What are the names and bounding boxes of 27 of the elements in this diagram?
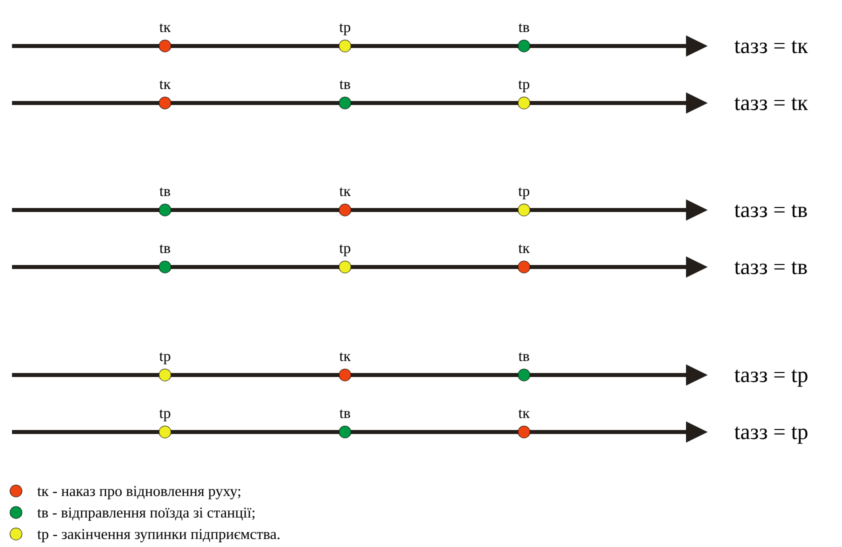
formula-label: tазз = tр bbox=[734, 370, 808, 387]
dot-label: tк bbox=[518, 244, 530, 254]
dot-label: tр bbox=[518, 188, 530, 200]
formula-label: tазз = tк bbox=[734, 40, 808, 54]
dot-label: tр bbox=[339, 24, 350, 36]
dot-label: tв bbox=[518, 24, 530, 32]
dot-label: tв bbox=[518, 352, 530, 362]
dot-label: tк bbox=[339, 188, 351, 196]
formula-label: tазз = tк bbox=[734, 98, 808, 110]
formula-label: tазз = tр bbox=[734, 426, 808, 444]
dot-label: tр bbox=[159, 410, 170, 422]
dot-label: tв bbox=[160, 244, 170, 254]
dot-label: tк bbox=[159, 80, 171, 90]
dot-label: tр bbox=[518, 80, 530, 92]
dot-label: tк bbox=[339, 352, 351, 362]
dot-label: tк bbox=[159, 24, 171, 32]
legend-text: tр - закінчення зупинки підприємства. bbox=[37, 529, 280, 542]
dot-label: tр bbox=[339, 244, 350, 256]
dot-label: tр bbox=[159, 352, 170, 364]
legend-text: tк - наказ про відновлення руху; bbox=[37, 486, 240, 500]
dot-label: tк bbox=[518, 410, 530, 418]
formula-label: tазз = tв bbox=[734, 204, 807, 218]
dot-label: tв bbox=[340, 410, 350, 418]
formula-label: tазз = tв bbox=[734, 262, 807, 274]
legend-text: tв - відправлення поїзда зі станції; bbox=[37, 508, 254, 521]
dot-label: tв bbox=[340, 80, 350, 90]
dot-label: tв bbox=[160, 188, 170, 196]
